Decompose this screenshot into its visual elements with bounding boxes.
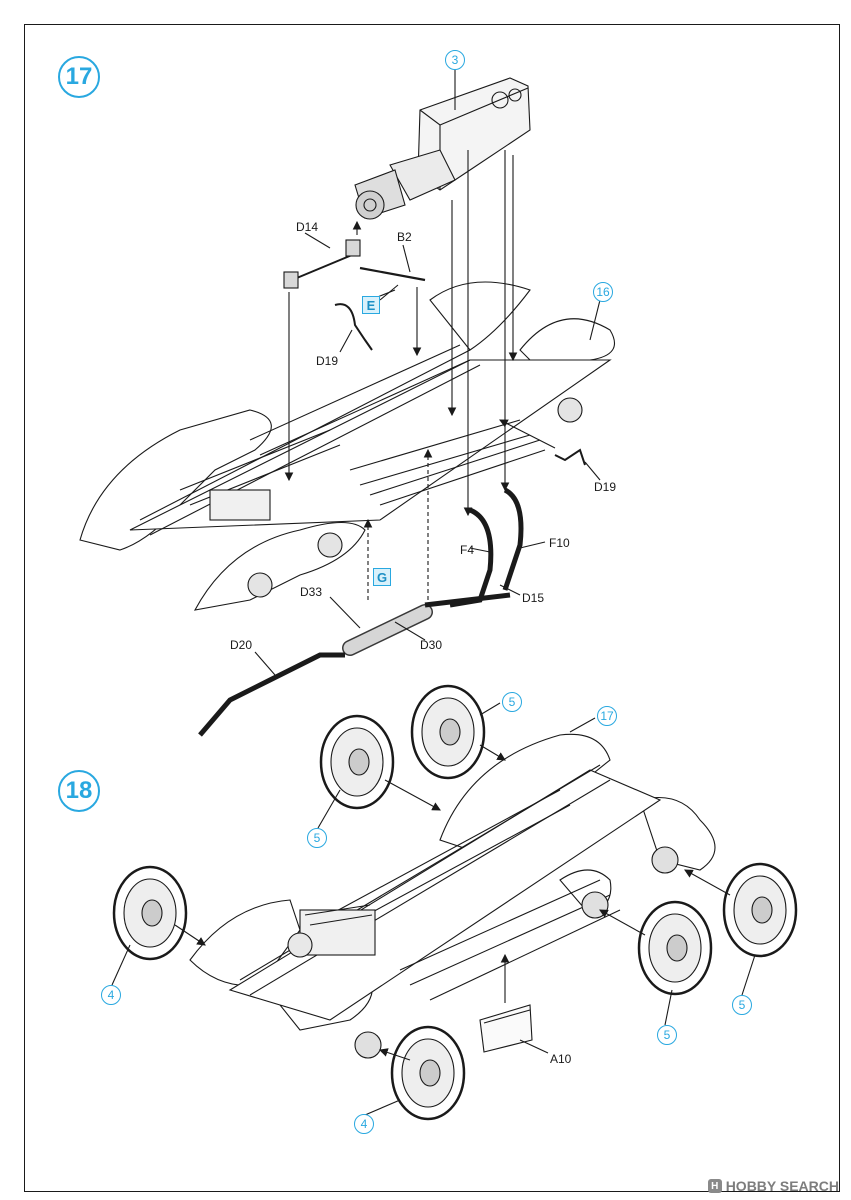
label-d33: D33 [300,585,323,599]
watermark-text: HOBBY SEARCH [725,1178,839,1194]
step18-arrows [174,744,731,1061]
wheel-far-right [722,862,798,958]
page-frame [24,24,840,1192]
driveshaft-d14 [283,220,362,289]
step17-arrows [284,150,556,600]
label-d14: D14 [296,220,319,234]
ref-engine-3: 3 [445,50,465,70]
battery-a10 [479,1004,533,1053]
wheel-mid-right [637,900,713,996]
label-f10: F10 [549,536,570,550]
bracket-d19-right [554,448,586,466]
label-d30: D30 [420,638,443,652]
label-b2: B2 [397,230,412,244]
label-a10: A10 [550,1052,572,1066]
watermark-logo-icon: H [707,1179,722,1193]
ref-wheel-mid-right-5: 5 [657,1025,677,1045]
watermark: H HOBBY SEARCH [707,1178,839,1194]
ref-chassis-17: 17 [597,706,617,726]
label-d19-right: D19 [594,480,617,494]
bracket-d19-left [334,303,373,351]
label-d20: D20 [230,638,253,652]
ref-wheel-rear-top-5: 5 [502,692,522,712]
wheel-rear-top [410,684,486,780]
wheel-front-bottom [390,1025,466,1121]
ref-wheel-front-left-4: 4 [101,985,121,1005]
chassis-16 [79,281,615,611]
wheel-front-left [112,865,188,961]
label-f4: F4 [460,543,475,557]
chassis-17 [189,733,716,1059]
step-number-18: 18 [58,770,100,812]
step-number-17: 17 [58,56,100,98]
option-box-e: E [362,296,380,314]
exhaust-system [198,487,524,737]
ref-wheel-rear-left-5: 5 [307,828,327,848]
ref-wheel-far-right-5: 5 [732,995,752,1015]
wheel-rear-left [319,714,395,810]
ref-wheel-front-bottom-4: 4 [354,1114,374,1134]
label-d15: D15 [522,591,545,605]
ref-chassis-16: 16 [593,282,613,302]
engine-assembly [354,77,531,220]
lever-b2 [359,266,426,282]
option-box-g: G [373,568,391,586]
label-d19-left: D19 [316,354,339,368]
